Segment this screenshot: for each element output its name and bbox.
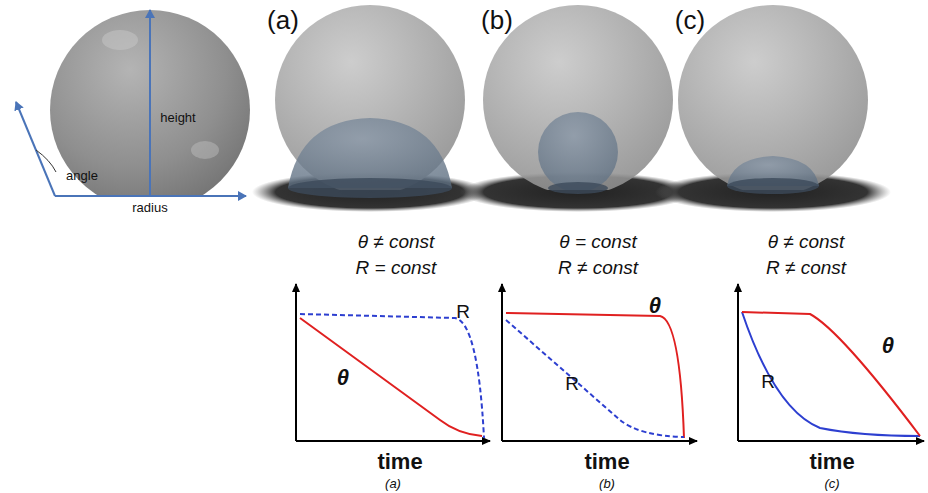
condition-text: θ = const <box>559 232 636 253</box>
chart-caption: (b) <box>599 477 615 491</box>
axis-label: time <box>377 450 422 474</box>
curve-label: θ <box>337 366 349 390</box>
condition-text: R ≠ const <box>766 258 846 279</box>
axis-label: time <box>584 450 629 474</box>
condition-text: θ ≠ const <box>358 232 435 253</box>
condition-text: R ≠ const <box>558 258 638 279</box>
part-label: angle <box>66 169 98 183</box>
panel-letter: (c) <box>675 6 705 35</box>
chart-caption: (a) <box>385 477 401 491</box>
curve-label: R <box>456 302 470 323</box>
axis-label: time <box>809 450 854 474</box>
part-label: radius <box>132 201 167 215</box>
curve-label: R <box>761 372 775 393</box>
part-label: height <box>160 111 195 125</box>
panel-letter: (b) <box>481 6 513 35</box>
curve-label: θ <box>649 294 661 318</box>
condition-text: R = const <box>356 258 437 279</box>
condition-text: θ ≠ const <box>768 232 845 253</box>
chart-caption: (c) <box>824 477 839 491</box>
curve-label: R <box>565 374 579 395</box>
panel-letter: (a) <box>267 6 299 35</box>
curve-label: θ <box>882 334 894 358</box>
